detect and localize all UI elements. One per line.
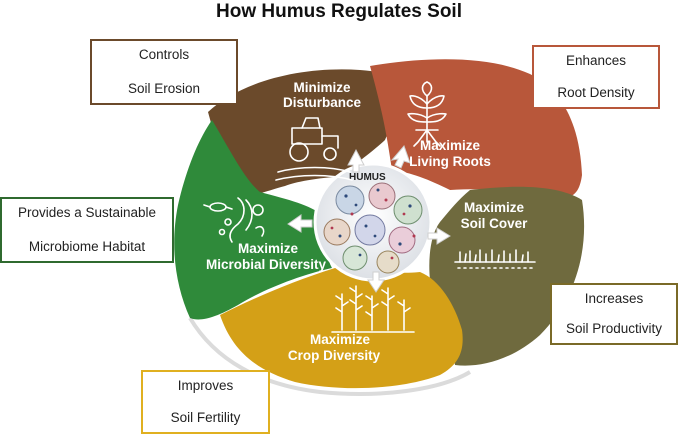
ground-cover-icon	[454, 249, 536, 269]
segment-label-soil-cover-line1: Maximize	[464, 200, 525, 215]
tractor-icon	[275, 117, 353, 181]
callout-line2: Root Density	[557, 85, 635, 100]
callout-line1: Enhances	[565, 53, 627, 68]
callout-line1: Controls	[138, 47, 190, 62]
arrow-left	[287, 214, 313, 233]
humus-particles	[323, 182, 423, 274]
plant-roots-icon	[407, 81, 447, 147]
arrow-down	[367, 271, 385, 293]
segment-label-crop-diversity-line1: Maximize	[310, 332, 371, 347]
callout-line2: Soil Erosion	[127, 81, 201, 96]
segment-maximize-microbial-diversity	[174, 120, 332, 320]
segment-label-minimize-disturbance-line1: Minimize	[293, 80, 350, 95]
callout-line2: Microbiome Habitat	[28, 239, 146, 254]
direction-arrows	[287, 145, 451, 293]
segment-label-crop-diversity-line2: Crop Diversity	[288, 348, 381, 363]
callout-line1: Provides a Sustainable	[17, 205, 157, 220]
microbes-icon	[203, 197, 265, 243]
segment-label-living-roots-line2: Living Roots	[409, 154, 491, 169]
callout-improves-soil-fertility: Improves Soil Fertility	[141, 370, 270, 434]
humus-label: HUMUS	[349, 172, 386, 183]
segment-minimize-disturbance	[208, 69, 428, 200]
arrow-up-left	[347, 148, 365, 173]
arrow-up-right	[390, 145, 411, 169]
segment-maximize-living-roots	[370, 59, 582, 198]
callout-sustainable-microbiome-habitat: Provides a Sustainable Microbiome Habita…	[0, 197, 174, 263]
callout-controls-soil-erosion: Controls Soil Erosion	[90, 39, 238, 105]
callout-enhances-root-density: Enhances Root Density	[532, 45, 660, 109]
segment-maximize-soil-cover	[429, 186, 585, 366]
wheel-rim-shadow	[188, 316, 472, 396]
segment-label-minimize-disturbance-line2: Disturbance	[283, 95, 362, 110]
callout-line2: Soil Productivity	[565, 321, 663, 336]
callout-line1: Increases	[584, 291, 644, 306]
callout-increases-soil-productivity: Increases Soil Productivity	[550, 283, 678, 345]
callout-line1: Improves	[177, 378, 234, 393]
segment-label-microbial-diversity-line1: Maximize	[238, 241, 299, 256]
crops-icon	[331, 285, 415, 333]
callout-line2: Soil Fertility	[170, 410, 241, 425]
segment-label-living-roots-line1: Maximize	[420, 138, 481, 153]
arrow-right	[427, 227, 451, 245]
segment-label-microbial-diversity-line2: Microbial Diversity	[206, 257, 327, 272]
diagram-title: How Humus Regulates Soil	[216, 1, 462, 22]
segment-label-soil-cover-line2: Soil Cover	[461, 216, 529, 231]
